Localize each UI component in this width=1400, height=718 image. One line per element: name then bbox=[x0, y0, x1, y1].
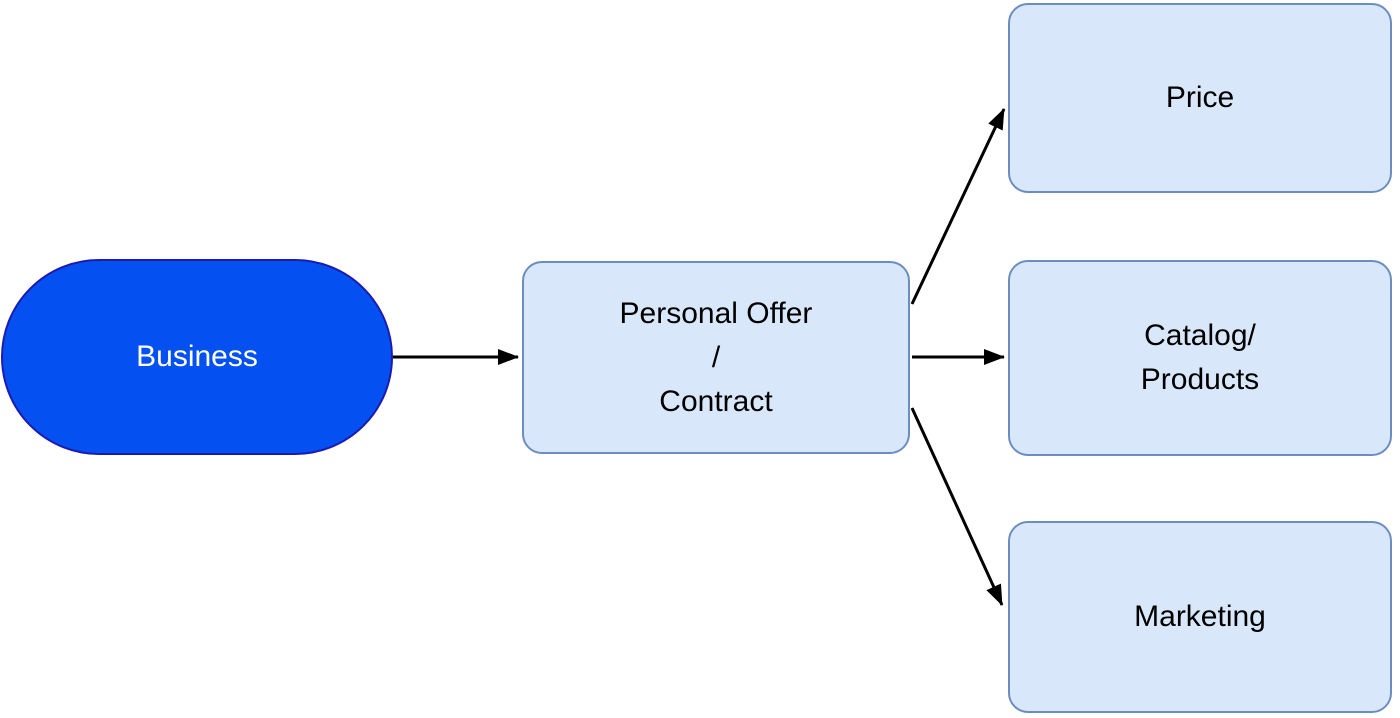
node-marketing-label: Marketing bbox=[1134, 600, 1266, 633]
node-personal-offer-label-line: Contract bbox=[659, 384, 773, 418]
node-price[interactable]: Price bbox=[1008, 3, 1392, 193]
node-catalog-label-line: Products bbox=[1140, 363, 1260, 396]
node-business[interactable]: Business bbox=[1, 259, 393, 455]
node-personal-offer-contract[interactable]: Personal Offer / Contract bbox=[522, 261, 910, 454]
edge-personal-offer-to-price bbox=[910, 108, 1006, 305]
node-catalog-label-line: Catalog/ bbox=[1144, 319, 1256, 352]
node-marketing[interactable]: Marketing bbox=[1008, 521, 1392, 713]
node-catalog-products[interactable]: Catalog/ Products bbox=[1008, 260, 1392, 456]
edge-personal-offer-to-marketing bbox=[910, 407, 1004, 606]
node-personal-offer-label-line: / bbox=[711, 340, 721, 374]
node-price-label: Price bbox=[1165, 81, 1235, 114]
node-business-label: Business bbox=[136, 340, 258, 373]
node-personal-offer-label-line: Personal Offer bbox=[619, 296, 813, 330]
